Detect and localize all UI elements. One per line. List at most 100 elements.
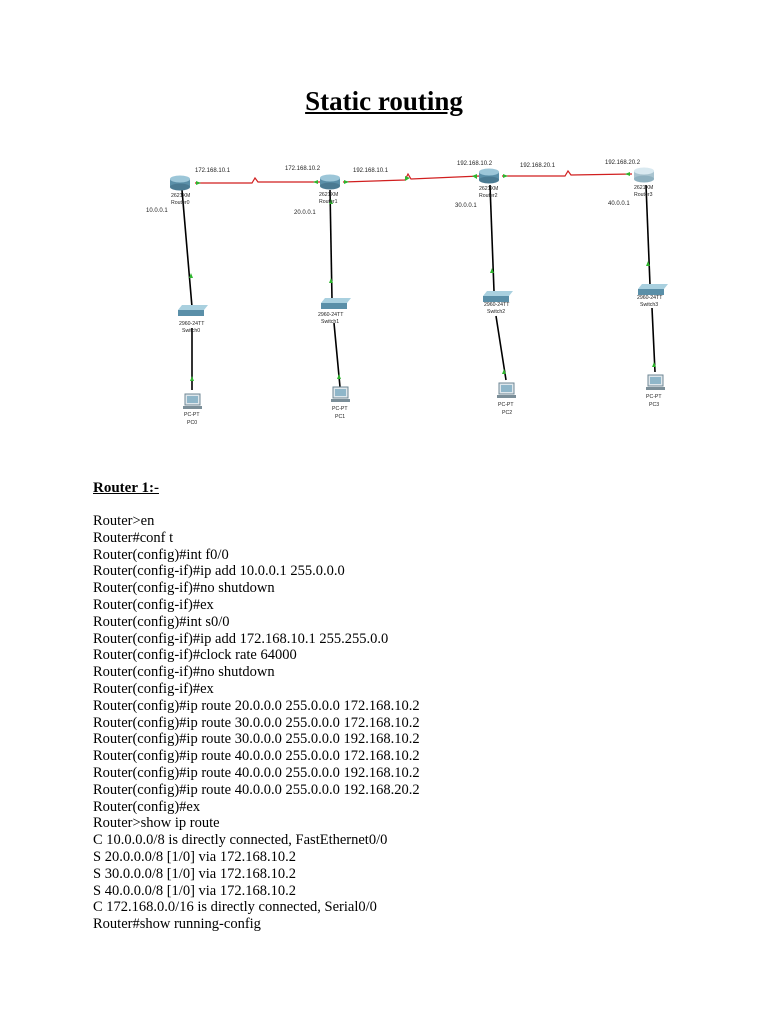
router-model: 2621XM: [319, 192, 338, 198]
command-line: C 172.168.0.0/16 is directly connected, …: [93, 899, 377, 916]
router-name: Router3: [634, 192, 653, 198]
command-line: Router(config)#int f0/0: [93, 546, 229, 563]
switch-2[interactable]: 2960-24TT Switch2: [483, 291, 513, 315]
port-indicator-icon: [503, 174, 508, 178]
pc-icon: [646, 374, 665, 390]
port-indicator-icon: [329, 199, 333, 204]
serial-link-r0-r1: [195, 176, 320, 184]
pc-0[interactable]: PC-PT PC0: [183, 393, 202, 426]
command-line: S 40.0.0.0/8 [1/0] via 172.168.10.2: [93, 882, 296, 899]
switch-name: Switch2: [487, 309, 505, 315]
port-indicator-icon: [329, 278, 333, 283]
switch-model: 2960-24TT: [637, 295, 663, 301]
port-indicator-icon: [344, 180, 349, 184]
network-topology-diagram: 172.168.10.1 172.168.10.2 192.168.10.1 1…: [146, 160, 668, 426]
switch-model: 2960-24TT: [179, 321, 205, 327]
serial-ip-label: 172.168.10.1: [195, 168, 231, 174]
router-icon: [479, 168, 499, 184]
command-line: Router>en: [93, 513, 155, 529]
router-model: 2621XM: [171, 193, 190, 199]
switch-model: 2960-24TT: [484, 302, 510, 308]
pc-1[interactable]: PC-PT PC1: [331, 386, 350, 420]
ethernet-link-r2-sw2: [489, 184, 495, 292]
command-line: Router(config-if)#ip add 172.168.10.1 25…: [93, 630, 389, 647]
port-indicator-icon: [190, 376, 194, 381]
router-2[interactable]: 2621XM Router2 30.0.0.1: [455, 168, 499, 210]
page-title: Static routing: [305, 86, 463, 116]
router-model: 2621XM: [634, 185, 653, 191]
port-indicator-icon: [490, 268, 494, 273]
switch-body: [321, 303, 347, 309]
switch-1[interactable]: 2960-24TT Switch1: [318, 298, 351, 325]
switch-icon: [483, 291, 513, 296]
command-line: Router(config-if)#ex: [93, 680, 214, 697]
port-indicator-icon: [405, 176, 410, 181]
command-line: Router(config-if)#no shutdown: [93, 664, 275, 681]
serial-ip-label: 172.168.10.2: [285, 166, 321, 172]
ethernet-link-r3-sw3: [645, 184, 651, 286]
command-line: Router#conf t: [93, 529, 174, 546]
router-model: 2621XM: [479, 186, 498, 192]
router-lan-ip: 30.0.0.1: [455, 203, 477, 209]
serial-ip-label: 192.168.20.2: [605, 160, 641, 166]
pc-model: PC-PT: [498, 402, 514, 408]
command-line: S 20.0.0.0/8 [1/0] via 172.168.10.2: [93, 848, 296, 865]
command-line: Router(config)#int s0/0: [93, 613, 230, 630]
pc-icon: [331, 386, 350, 402]
ethernet-link-r0-sw0: [181, 189, 193, 308]
router-3[interactable]: 2621XM Router3 40.0.0.1: [608, 167, 654, 208]
command-line: Router(config-if)#ip add 10.0.0.1 255.0.…: [93, 563, 345, 580]
command-line: Router(config-if)#clock rate 64000: [93, 647, 297, 664]
pc-name: PC0: [187, 420, 197, 426]
router-icon: [320, 174, 340, 190]
ethernet-link-sw3-pc3: [651, 307, 656, 373]
command-line: Router>show ip route: [93, 815, 220, 832]
port-indicator-icon: [337, 374, 341, 379]
port-indicator-icon: [189, 273, 193, 278]
switch-name: Switch0: [182, 328, 200, 334]
router-name: Router0: [171, 200, 190, 206]
pc-2[interactable]: PC-PT PC2: [497, 382, 516, 416]
switch-body: [483, 296, 509, 302]
router-icon: [170, 175, 190, 191]
command-line: Router(config)#ip route 30.0.0.0 255.0.0…: [93, 714, 420, 731]
pc-3[interactable]: PC-PT PC3: [646, 374, 665, 408]
switch-name: Switch3: [640, 302, 658, 308]
port-indicator-icon: [625, 172, 630, 176]
command-line: Router#show running-config: [93, 916, 261, 933]
command-line: Router(config)#ip route 40.0.0.0 255.0.0…: [93, 781, 420, 798]
pc-model: PC-PT: [184, 412, 200, 418]
switch-3[interactable]: 2960-24TT Switch3: [637, 284, 668, 308]
router-name: Router1: [319, 199, 338, 205]
command-line: Router(config)#ip route 40.0.0.0 255.0.0…: [93, 764, 420, 781]
switch-0[interactable]: 2960-24TT Switch0: [178, 305, 208, 334]
router-name: Router2: [479, 193, 498, 199]
command-line: C 10.0.0.0/8 is directly connected, Fast…: [93, 832, 388, 849]
port-indicator-icon: [502, 369, 506, 374]
serial-ip-label: 192.168.20.1: [520, 163, 556, 169]
router-lan-ip: 10.0.0.1: [146, 208, 168, 214]
port-indicator-icon: [652, 362, 656, 367]
port-indicator-icon: [646, 261, 650, 266]
pc-model: PC-PT: [646, 394, 662, 400]
router-0[interactable]: 2621XM Router0 10.0.0.1: [146, 175, 190, 215]
port-indicator-icon: [196, 181, 201, 185]
command-line: Router(config)#ip route 40.0.0.0 255.0.0…: [93, 748, 420, 765]
pc-name: PC1: [335, 414, 345, 420]
router-1[interactable]: 2621XM Router1 20.0.0.1: [294, 174, 340, 217]
pc-name: PC2: [502, 410, 512, 416]
serial-ip-label: 192.168.10.2: [457, 161, 493, 167]
switch-icon: [321, 298, 351, 303]
serial-ip-label: 192.168.10.1: [353, 168, 389, 174]
switch-icon: [638, 284, 668, 289]
router-icon: [634, 167, 654, 183]
port-indicator-icon: [472, 174, 477, 179]
pc-model: PC-PT: [332, 406, 348, 412]
switch-body: [638, 289, 664, 295]
serial-link-r1-r2: [342, 172, 481, 183]
pc-icon: [497, 382, 516, 398]
pc-icon: [183, 393, 202, 409]
command-line: Router(config)#ip route 20.0.0.0 255.0.0…: [93, 697, 420, 714]
command-line: Router(config)#ip route 30.0.0.0 255.0.0…: [93, 731, 420, 748]
command-line: Router(config)#ex: [93, 798, 201, 815]
